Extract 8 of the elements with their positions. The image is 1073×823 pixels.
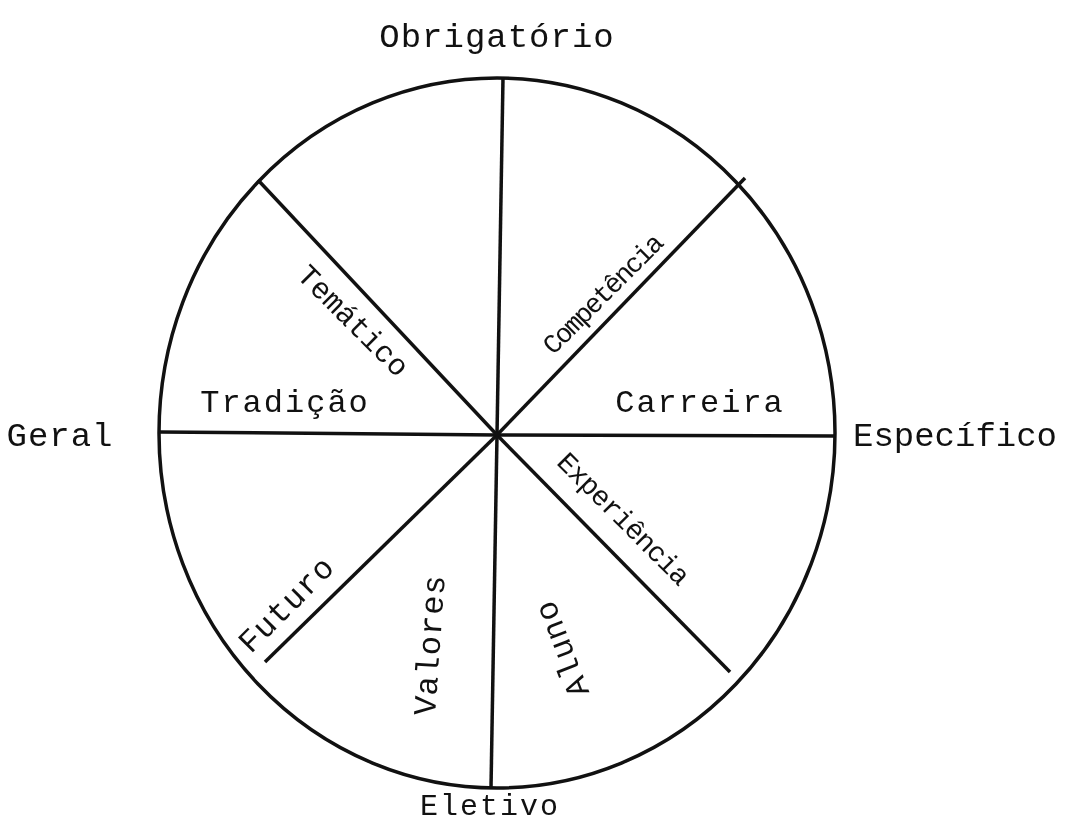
axis-label: Geral [6,420,114,454]
axis-label: Eletivo [420,792,560,822]
sector-label: Aluno [530,595,598,701]
sector-label: Valores [411,573,453,717]
axis-label: Obrigatório [379,21,615,55]
sector-label: Tradição [200,388,370,420]
sector-label: Carreira [615,388,785,420]
axis-label: Específico [853,420,1057,454]
